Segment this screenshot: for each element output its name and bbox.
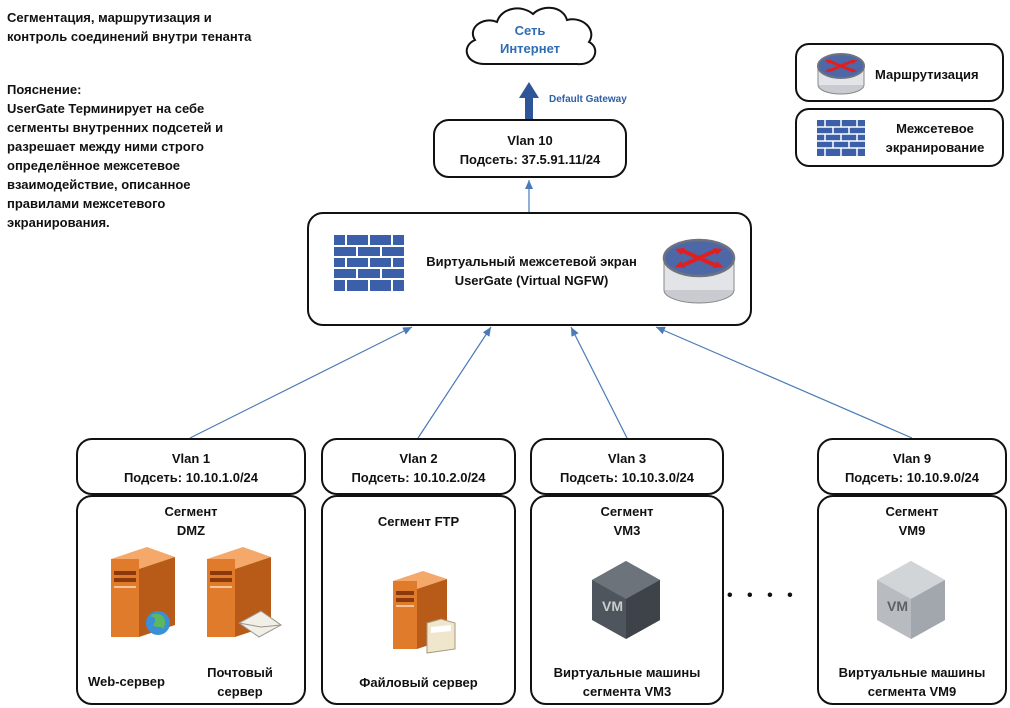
router-icon: [817, 53, 865, 95]
segment-vm3-title-line2: VM3: [613, 523, 641, 538]
explanation-line: взаимодействие, описанное: [7, 177, 191, 192]
mail-server-label-line2: сервер: [217, 684, 263, 699]
vlan3-box: Vlan 3 Подсеть: 10.10.3.0/24: [530, 438, 724, 495]
segment-vm3: Сегмент VM3 VM Виртуальные машины сегмен…: [530, 495, 724, 705]
segment-vm3-title-line1: Сегмент: [600, 504, 654, 519]
explanation-line: экранирования.: [7, 215, 110, 230]
diagram-title: Сегментация, маршрутизация и контроль со…: [7, 8, 251, 46]
segment-vm9-title-line1: Сегмент: [885, 504, 939, 519]
vlan10-subnet: Подсеть: 37.5.91.11/24: [459, 152, 601, 167]
explanation-line: правилами межсетевого: [7, 196, 166, 211]
legend-firewall: Межсетевое экранирование: [795, 108, 1004, 167]
firewall-icon: [334, 235, 404, 291]
segment-ftp: Сегмент FTP Файловый сервер: [321, 495, 516, 705]
explanation: Пояснение: UserGate Терминирует на себе …: [7, 80, 223, 232]
vm3-icon-text: VM: [602, 598, 623, 614]
link-vlan2-ngfw: [417, 326, 492, 439]
vlan1-box: Vlan 1 Подсеть: 10.10.1.0/24: [76, 438, 306, 495]
web-server-icon: [111, 547, 175, 637]
diagram-title-line1: Сегментация, маршрутизация и: [7, 10, 212, 25]
vlan3-subnet: Подсеть: 10.10.3.0/24: [559, 470, 695, 485]
web-server-label: Web-сервер: [88, 674, 165, 689]
segment-vm9: Сегмент VM9 VM Виртуальные машины сегмен…: [817, 495, 1007, 705]
cloud-icon: [465, 6, 597, 66]
segment-dmz: Сегмент DMZ Web-сервер Почтовый сервер: [76, 495, 306, 705]
legend-routing-label: Маршрутизация: [875, 67, 979, 82]
ngfw-label-line2: UserGate (Virtual NGFW): [454, 273, 609, 288]
vlan2-box: Vlan 2 Подсеть: 10.10.2.0/24: [321, 438, 516, 495]
explanation-line: UserGate Терминирует на себе: [7, 101, 205, 116]
segment-dmz-title-line1: Сегмент: [164, 504, 218, 519]
vm3-label-line1: Виртуальные машины: [553, 665, 701, 680]
explanation-line: определённое межсетевое: [7, 158, 181, 173]
vlan9-title: Vlan 9: [892, 451, 932, 466]
file-server-label: Файловый сервер: [359, 675, 478, 690]
ngfw-box: Виртуальный межсетевой экран UserGate (V…: [307, 212, 752, 326]
legend-firewall-label-line1: Межсетевое: [896, 121, 974, 136]
internet-label-line1: Сеть: [514, 23, 546, 38]
default-gateway-label: Default Gateway: [549, 94, 627, 105]
vlan10-box: Vlan 10 Подсеть: 37.5.91.11/24: [433, 119, 627, 178]
vm-icon: VM: [592, 561, 660, 639]
vm9-label-line2: сегмента VM9: [867, 684, 957, 699]
link-vlan3-ngfw: [570, 326, 628, 439]
explanation-line: сегменты внутренних подсетей и: [7, 120, 224, 135]
vlan1-subnet: Подсеть: 10.10.1.0/24: [123, 470, 259, 485]
mail-server-icon: [207, 547, 282, 638]
internet-label-line2: Интернет: [499, 41, 560, 56]
segment-vm9-title-line2: VM9: [898, 523, 926, 538]
vlan9-subnet: Подсеть: 10.10.9.0/24: [844, 470, 980, 485]
vlan3-title: Vlan 3: [607, 451, 647, 466]
legend-routing: Маршрутизация: [795, 43, 1004, 102]
vlan9-box: Vlan 9 Подсеть: 10.10.9.0/24: [817, 438, 1007, 495]
diagram-title-line2: контроль соединений внутри тенанта: [7, 29, 252, 44]
explanation-line: разрешает между ними строго: [7, 139, 204, 154]
legend-firewall-label-line2: экранирование: [885, 140, 985, 155]
vlan1-title: Vlan 1: [171, 451, 211, 466]
vlan10-title: Vlan 10: [507, 133, 553, 148]
gateway-arrow-head: [519, 82, 539, 98]
ngfw-label-line1: Виртуальный межсетевой экран: [426, 254, 637, 269]
vm3-label-line2: сегмента VM3: [582, 684, 672, 699]
vlan2-subnet: Подсеть: 10.10.2.0/24: [351, 470, 486, 485]
gateway-arrow-shaft: [525, 97, 533, 119]
segment-ftp-title: Сегмент FTP: [377, 514, 460, 529]
more-segments-ellipsis: • • • •: [727, 587, 798, 604]
vlan2-title: Vlan 2: [399, 451, 438, 466]
segment-dmz-title-line2: DMZ: [176, 523, 206, 538]
firewall-icon: [817, 120, 865, 156]
vm-icon: VM: [877, 561, 945, 639]
link-vlan9-ngfw: [655, 326, 913, 439]
vm9-label-line1: Виртуальные машины: [838, 665, 986, 680]
router-icon: [662, 238, 736, 304]
file-server-icon: [393, 571, 456, 654]
link-vlan1-ngfw: [189, 326, 413, 439]
mail-server-label-line1: Почтовый: [207, 665, 273, 680]
internet-cloud: Сеть Интернет: [455, 2, 605, 74]
explanation-heading: Пояснение:: [7, 82, 82, 97]
vm9-icon-text: VM: [887, 598, 908, 614]
